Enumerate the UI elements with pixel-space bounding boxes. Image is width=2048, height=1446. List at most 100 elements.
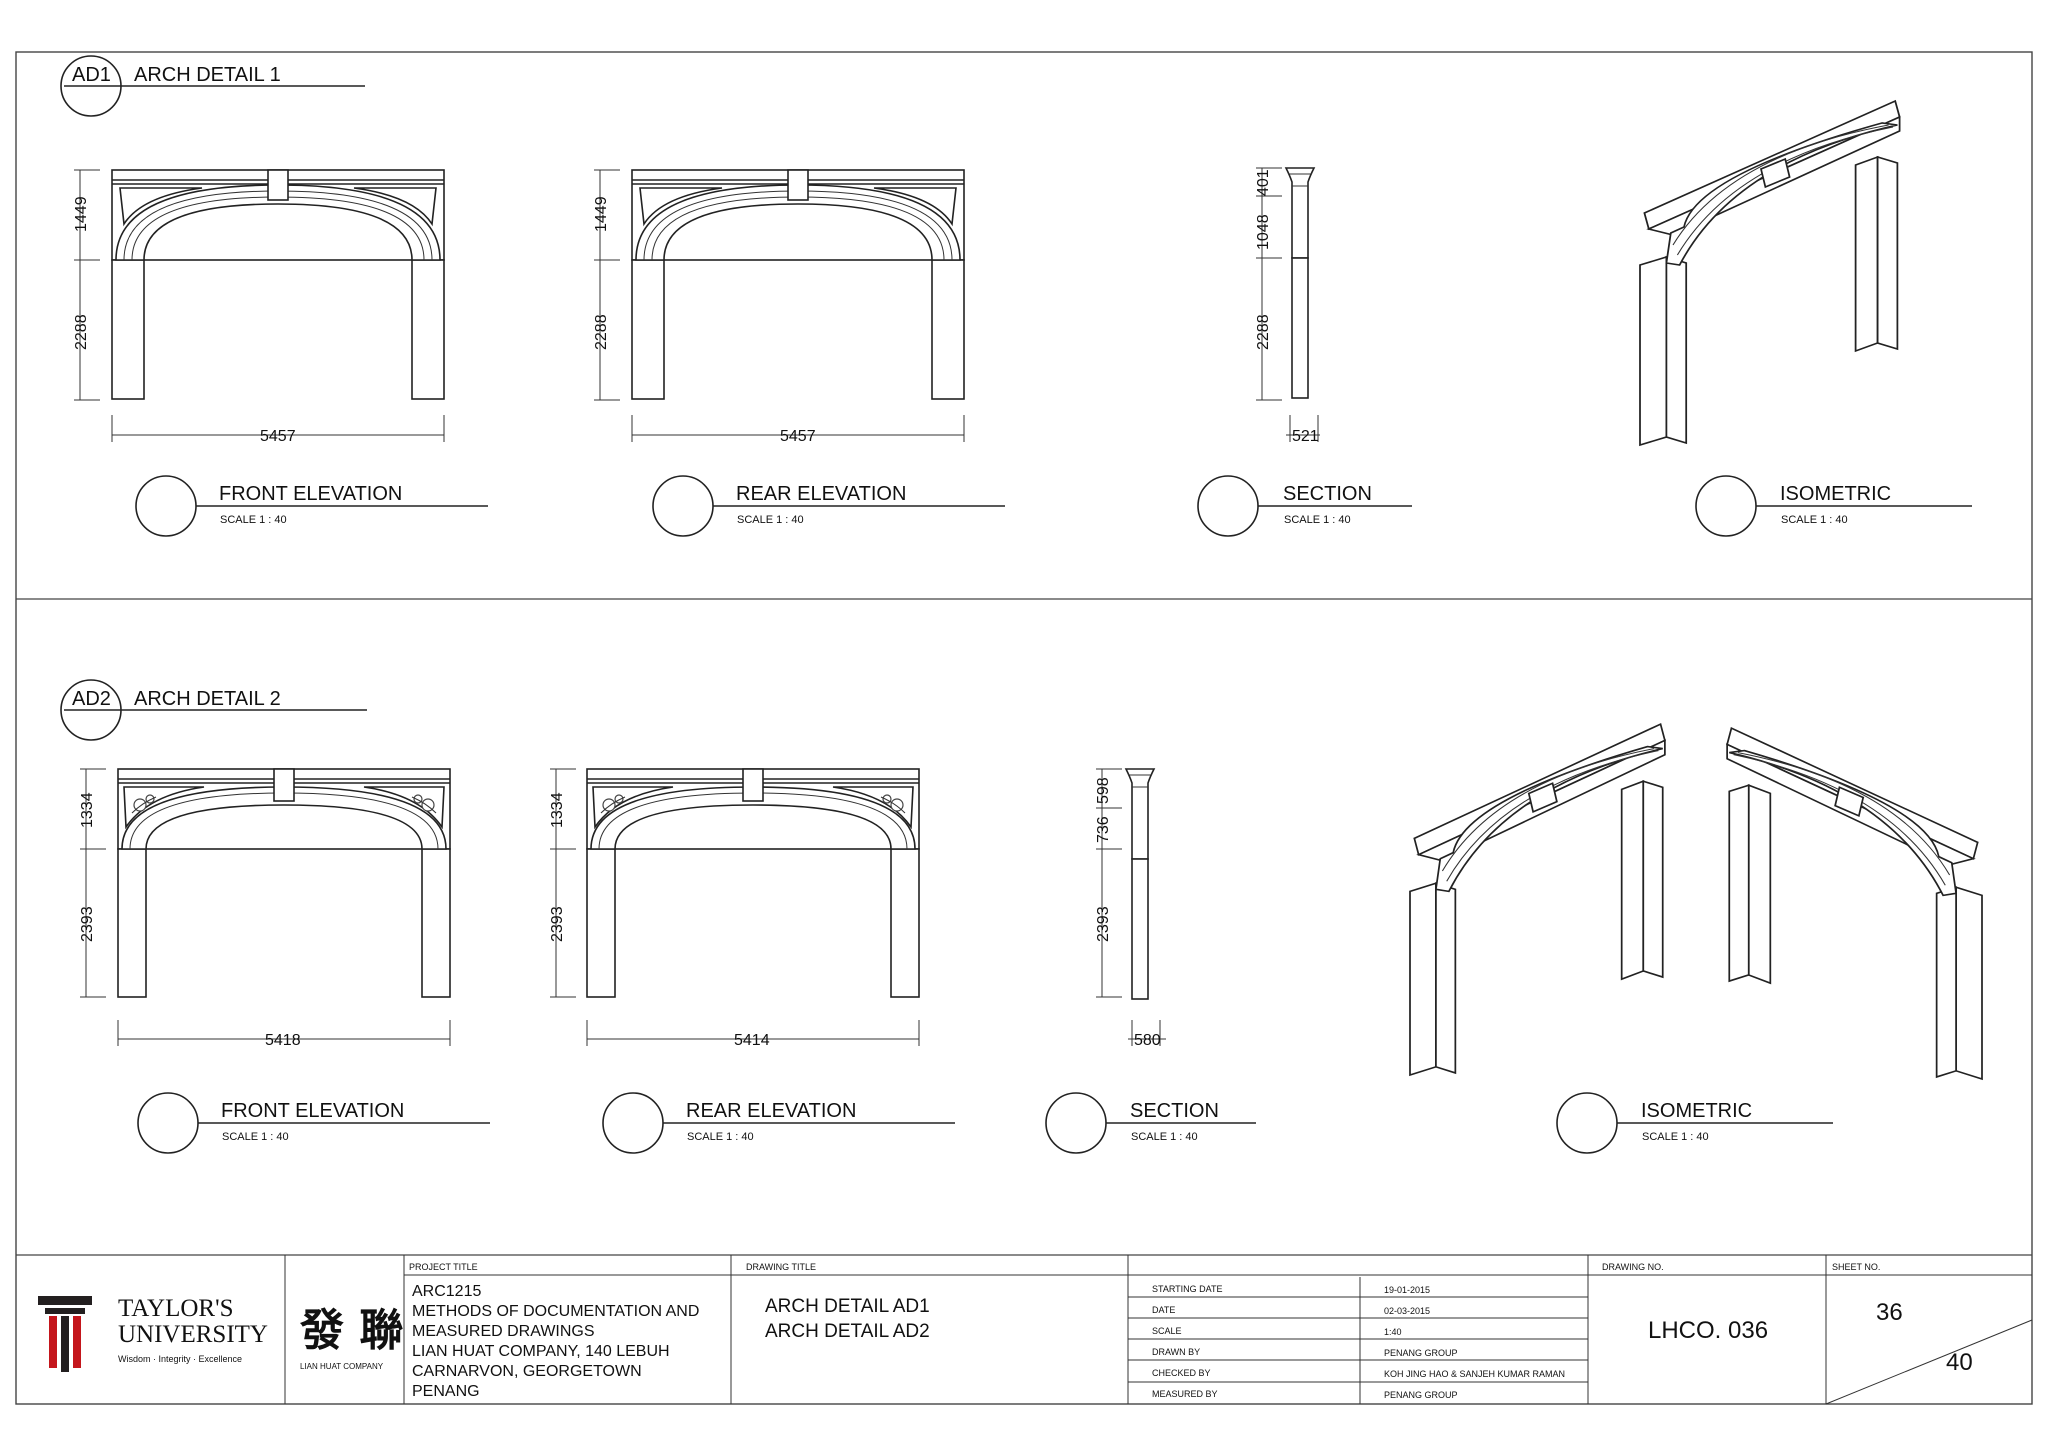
svg-text:ARCH DETAIL AD2: ARCH DETAIL AD2 [765,1321,930,1342]
ad2-isometric-drawing-1 [1409,723,1666,1076]
svg-text:1334: 1334 [79,792,96,828]
ad1-rear-dims: 1449 2288 5457 [593,169,965,445]
svg-text:SCALE 1 : 40: SCALE 1 : 40 [687,1131,754,1143]
company-logo: 發 聯 LIAN HUAT COMPANY [299,1305,403,1371]
ad2-view-title-rear: REAR ELEVATION SCALE 1 : 40 [602,1092,955,1154]
ad1-view-title-section: SECTION SCALE 1 : 40 [1197,475,1412,537]
svg-text:METHODS OF DOCUMENTATION AND: METHODS OF DOCUMENTATION AND [412,1303,699,1320]
svg-text:521: 521 [1292,428,1319,445]
company-chinese-characters: 發 聯 [299,1305,403,1356]
ad2-view-title-isometric: ISOMETRIC SCALE 1 : 40 [1556,1092,1833,1154]
ad2-view-title-front: FRONT ELEVATION SCALE 1 : 40 [137,1092,490,1154]
svg-text:FRONT ELEVATION: FRONT ELEVATION [219,483,402,505]
svg-text:PROJECT TITLE: PROJECT TITLE [409,1262,478,1272]
svg-text:REAR ELEVATION: REAR ELEVATION [736,483,906,505]
svg-text:SECTION: SECTION [1130,1100,1219,1122]
ad2-rear-elevation-drawing [586,768,920,998]
svg-text:401: 401 [1255,169,1272,196]
ad2-view-title-section: SECTION SCALE 1 : 40 [1045,1092,1256,1154]
svg-text:1:40: 1:40 [1384,1327,1402,1337]
svg-text:SECTION: SECTION [1283,483,1372,505]
svg-text:1048: 1048 [1255,214,1272,250]
ad2-section-dims: 598 736 2393 580 [1095,768,1166,1049]
detail-title: ARCH DETAIL 1 [134,64,281,86]
svg-text:DRAWING TITLE: DRAWING TITLE [746,1262,816,1272]
drawing-info-table: STARTING DATE 19-01-2015 DATE 02-03-2015… [1152,1284,1565,1400]
drawing-number-cell: DRAWING NO. LHCO. 036 [1602,1262,1768,1344]
sheet-number-cell: SHEET NO. 36 40 [1832,1262,1973,1376]
ad2-isometric-drawing-2 [1726,727,1983,1080]
svg-text:1449: 1449 [73,196,90,232]
ad2-rear-dims: 1334 2393 5414 [549,768,920,1049]
university-name-line2: UNIVERSITY [118,1321,268,1348]
detail-header-ad2: AD2 ARCH DETAIL 2 [60,679,367,741]
sheet-number: 36 [1876,1299,1903,1326]
svg-text:MEASURED DRAWINGS: MEASURED DRAWINGS [412,1323,595,1340]
ad2-front-dims: 1334 2393 5418 [79,768,451,1049]
svg-text:DATE: DATE [1152,1305,1175,1315]
svg-text:DRAWING NO.: DRAWING NO. [1602,1262,1664,1272]
ad1-view-title-rear: REAR ELEVATION SCALE 1 : 40 [652,475,1005,537]
ad1-view-title-isometric: ISOMETRIC SCALE 1 : 40 [1695,475,1972,537]
detail-header-ad1: AD1 ARCH DETAIL 1 [60,55,365,117]
university-motto: Wisdom · Integrity · Excellence [118,1354,242,1364]
svg-text:580: 580 [1134,1032,1161,1049]
svg-text:DRAWN BY: DRAWN BY [1152,1347,1200,1357]
svg-text:REAR ELEVATION: REAR ELEVATION [686,1100,856,1122]
project-title-cell: PROJECT TITLE ARC1215 METHODS OF DOCUMEN… [409,1262,699,1400]
svg-text:736: 736 [1095,816,1112,843]
svg-text:PENANG: PENANG [412,1383,480,1400]
svg-text:MEASURED BY: MEASURED BY [1152,1389,1218,1399]
svg-text:FRONT ELEVATION: FRONT ELEVATION [221,1100,404,1122]
svg-text:SCALE 1 : 40: SCALE 1 : 40 [1131,1131,1198,1143]
svg-text:SCALE 1 : 40: SCALE 1 : 40 [222,1131,289,1143]
svg-text:5414: 5414 [734,1032,770,1049]
svg-text:SCALE: SCALE [1152,1326,1182,1336]
svg-text:ARC1215: ARC1215 [412,1283,481,1300]
svg-text:2288: 2288 [593,314,610,350]
svg-text:ISOMETRIC: ISOMETRIC [1780,483,1891,505]
svg-text:1449: 1449 [593,196,610,232]
ad1-front-dims: 1449 2288 5457 [73,169,445,445]
svg-text:2288: 2288 [1255,314,1272,350]
svg-text:CHECKED BY: CHECKED BY [1152,1368,1211,1378]
ad2-front-elevation-drawing [117,768,451,998]
sheet-border [15,51,2033,1405]
detail-code: AD2 [72,688,111,710]
svg-text:5457: 5457 [780,428,816,445]
svg-text:SCALE 1 : 40: SCALE 1 : 40 [1781,514,1848,526]
svg-text:ISOMETRIC: ISOMETRIC [1641,1100,1752,1122]
svg-text:1334: 1334 [549,792,566,828]
svg-text:2288: 2288 [73,314,90,350]
ad1-isometric-drawing [1639,100,1901,446]
drawing-title-cell: DRAWING TITLE ARCH DETAIL AD1 ARCH DETAI… [746,1262,930,1342]
svg-text:SCALE 1 : 40: SCALE 1 : 40 [737,514,804,526]
ad1-front-elevation-drawing [111,169,445,400]
svg-text:5418: 5418 [265,1032,301,1049]
svg-text:KOH JING HAO & SANJEH KUMAR RA: KOH JING HAO & SANJEH KUMAR RAMAN [1384,1369,1565,1379]
detail-code: AD1 [72,64,111,86]
university-logo: TAYLOR'S UNIVERSITY Wisdom · Integrity ·… [38,1295,268,1372]
svg-text:CARNARVON, GEORGETOWN: CARNARVON, GEORGETOWN [412,1363,642,1380]
svg-text:PENANG GROUP: PENANG GROUP [1384,1348,1458,1358]
ad1-view-title-front: FRONT ELEVATION SCALE 1 : 40 [135,475,488,537]
svg-text:598: 598 [1095,777,1112,804]
sheet-total: 40 [1946,1349,1973,1376]
svg-text:SCALE 1 : 40: SCALE 1 : 40 [1642,1131,1709,1143]
svg-text:LIAN HUAT COMPANY, 140 LEBUH: LIAN HUAT COMPANY, 140 LEBUH [412,1343,670,1360]
ad1-section-dims: 401 1048 2288 521 [1255,167,1320,445]
svg-text:2393: 2393 [549,906,566,942]
university-name-line1: TAYLOR'S [118,1295,234,1322]
svg-text:STARTING DATE: STARTING DATE [1152,1284,1223,1294]
company-name: LIAN HUAT COMPANY [300,1362,384,1371]
svg-text:2393: 2393 [1095,906,1112,942]
svg-text:ARCH DETAIL AD1: ARCH DETAIL AD1 [765,1296,930,1317]
ad1-rear-elevation-drawing [631,169,965,400]
ad2-section-drawing [1125,768,1155,1000]
svg-text:SCALE 1 : 40: SCALE 1 : 40 [220,514,287,526]
svg-text:19-01-2015: 19-01-2015 [1384,1285,1430,1295]
detail-title: ARCH DETAIL 2 [134,688,281,710]
ad1-section-drawing [1285,167,1315,399]
title-block [284,1255,2033,1405]
